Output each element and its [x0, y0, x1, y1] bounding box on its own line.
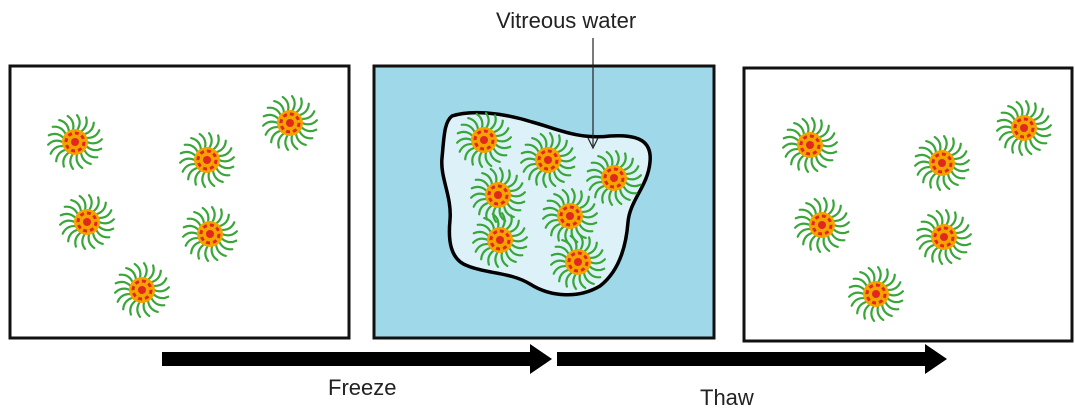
- thaw-label: Thaw: [700, 385, 754, 410]
- panel-before-freeze: [10, 66, 349, 338]
- freeze-arrow: [162, 344, 552, 374]
- vitreous-water-label: Vitreous water: [496, 8, 636, 33]
- freeze-arrow-shaft: [162, 352, 532, 366]
- panel-frozen: [374, 66, 714, 338]
- freeze-label: Freeze: [328, 375, 396, 400]
- thaw-arrow-shaft: [557, 352, 927, 366]
- panel-after-thaw: [744, 68, 1072, 341]
- thaw-arrowhead-icon: [925, 344, 947, 374]
- freeze-arrowhead-icon: [530, 344, 552, 374]
- thaw-arrow: [557, 344, 947, 374]
